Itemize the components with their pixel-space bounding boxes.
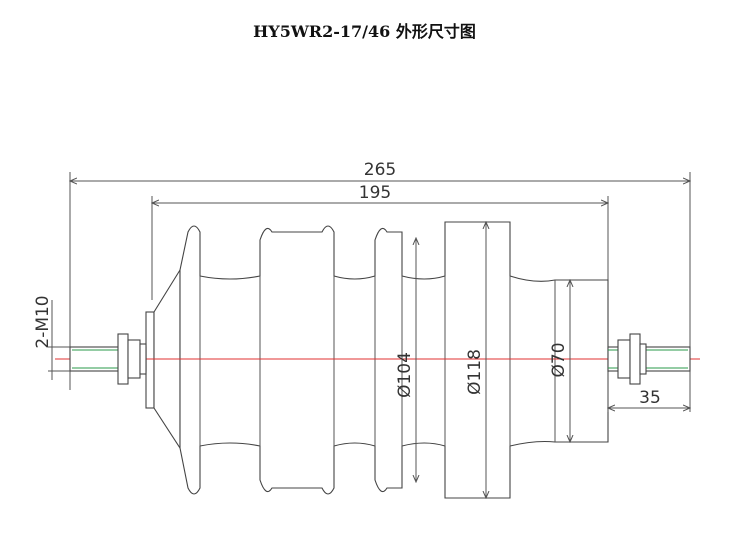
drawing-title: HY5WR2-17/46 外形尺寸图 [253,22,476,41]
left-nut-2 [127,339,141,379]
left-washer [139,343,147,375]
right-nut-2 [629,333,641,385]
flange-plate [145,311,155,409]
shed-large-diameter-label: Ø118 [465,349,485,395]
body-length-label: 195 [359,183,391,203]
right-nut-1 [617,339,631,379]
insulator-housing [179,221,609,499]
core-diameter-label: Ø70 [549,342,569,377]
overall-length-label: 265 [364,160,396,180]
left-nut-1 [117,333,129,385]
shed-small-diameter-label: Ø104 [395,352,415,398]
right-washer [639,343,647,375]
terminal-length-label: 35 [639,388,661,408]
thread-label: 2-M10 [33,295,53,348]
